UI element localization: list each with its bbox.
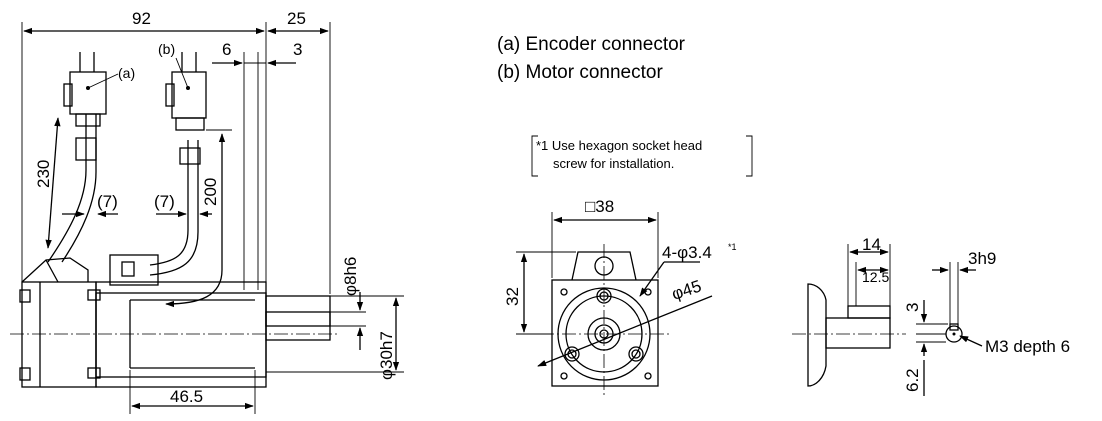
note-line-2: screw for installation. [553, 156, 674, 171]
dim-4-holes: 4-φ3.4 [662, 243, 712, 262]
dim-3: 3 [293, 40, 302, 59]
legend-motor-connector: (b) Motor connector [497, 62, 663, 83]
dim-3-key: 3 [903, 303, 922, 312]
dim-14: 14 [862, 235, 881, 254]
dim-7b: (7) [154, 192, 175, 211]
label-b: (b) [158, 41, 175, 57]
dim-7a: (7) [97, 192, 118, 211]
dim-6-2: 6.2 [903, 368, 922, 392]
dim-32: 32 [503, 287, 522, 306]
dim-phi8h6: φ8h6 [341, 257, 360, 296]
dim-6: 6 [222, 40, 231, 59]
dim-12-5: 12.5 [862, 269, 889, 285]
dim-phi30h7: φ30h7 [377, 331, 396, 380]
dim-phi45: φ45 [669, 276, 703, 303]
key-view: 14 12.5 3h9 3 6.2 M3 depth 6 [792, 235, 1070, 396]
dim-25: 25 [287, 9, 306, 28]
installation-note: *1 Use hexagon socket head screw for ins… [531, 135, 753, 177]
side-view: (a) (b) 92 25 6 3 230 200 (7) (7) [10, 9, 404, 414]
tap-m3-depth-6: M3 depth 6 [985, 337, 1070, 356]
dim-square-38: □38 [585, 197, 614, 216]
label-a: (a) [118, 65, 135, 81]
dim-92: 92 [132, 9, 151, 28]
legend: (a) Encoder connector (b) Motor connecto… [497, 34, 686, 83]
front-view: □38 32 4-φ3.4 *1 φ45 [503, 197, 737, 396]
note-line-1: *1 Use hexagon socket head [536, 138, 702, 153]
dim-200: 200 [201, 178, 220, 206]
dim-holes-note: *1 [728, 242, 737, 252]
dim-230: 230 [34, 160, 53, 188]
dim-46-5: 46.5 [170, 387, 203, 406]
legend-encoder-connector: (a) Encoder connector [497, 34, 686, 55]
dim-3h9: 3h9 [968, 249, 996, 268]
